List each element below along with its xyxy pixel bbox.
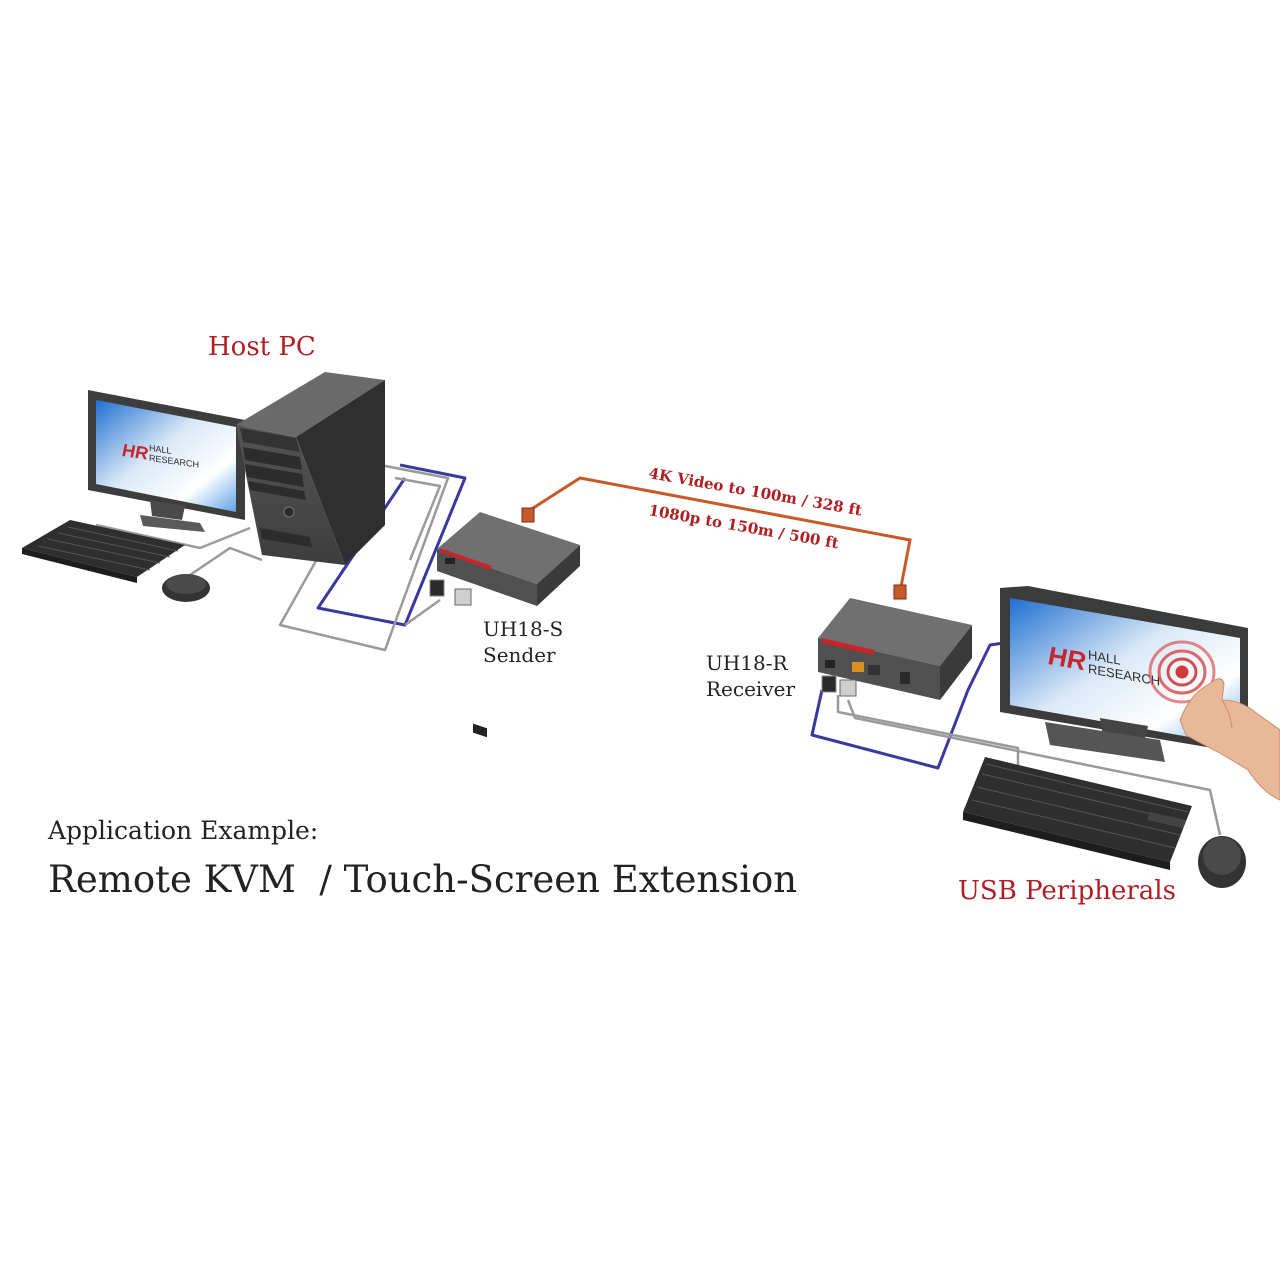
receiver-role: Receiver <box>706 677 796 701</box>
uh18-s-sender <box>437 512 580 738</box>
sender-label: UH18-S Sender <box>483 616 563 668</box>
logo-mark: HR <box>122 440 148 464</box>
catx-cable <box>526 476 912 593</box>
usb-keyboard <box>963 757 1192 870</box>
receiver-model: UH18-R <box>706 651 788 675</box>
sender-connectors <box>429 507 535 606</box>
logo-mark-right: HR <box>1048 640 1086 676</box>
host-pc-tower <box>236 372 385 565</box>
receiver-connectors <box>821 584 907 697</box>
logo-line1-right: HALL <box>1088 647 1121 668</box>
usb-peripherals-label: USB Peripherals <box>958 876 1176 906</box>
logo-line1: HALL <box>149 443 171 456</box>
sender-role: Sender <box>483 643 556 667</box>
host-monitor: HR HALL RESEARCH <box>88 390 245 532</box>
host-mouse <box>162 574 210 602</box>
host-keyboard <box>22 520 185 583</box>
usb-mouse <box>1198 836 1246 888</box>
host-pc-label: Host PC <box>208 332 316 362</box>
receiver-label: UH18-R Receiver <box>706 650 795 702</box>
application-heading: Application Example: <box>48 816 319 845</box>
usb-cable-receiver <box>810 638 1222 836</box>
uh18-r-receiver <box>818 598 972 700</box>
touching-hand-icon <box>1179 678 1280 801</box>
touch-ripple-icon <box>1148 640 1216 704</box>
usb-cable-host <box>278 463 467 652</box>
application-title: Remote KVM / Touch-Screen Extension <box>48 858 798 901</box>
sender-model: UH18-S <box>483 617 564 641</box>
